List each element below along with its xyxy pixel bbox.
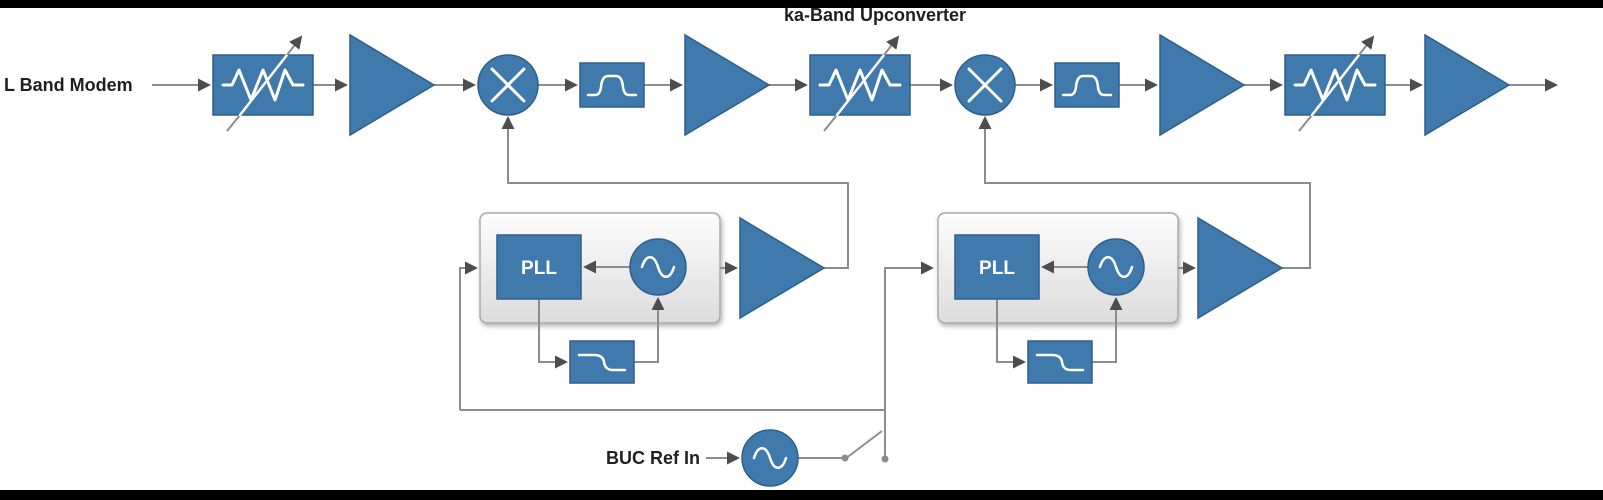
wire-ref-to-pll1 xyxy=(459,261,478,410)
mixer-2 xyxy=(953,53,1017,117)
bandpass-filter-2 xyxy=(1053,61,1121,109)
wire-loopfilter2-to-osc2 xyxy=(1092,297,1123,363)
wire-lo1-to-mixer1 xyxy=(501,116,849,269)
ref-switch-arm xyxy=(844,430,883,460)
variable-attenuator-3 xyxy=(1285,37,1385,131)
pll-block-1-label: PLL xyxy=(521,258,557,279)
buc-reference-oscillator xyxy=(740,428,800,488)
diagram-title: ka-Band Upconverter xyxy=(784,5,966,25)
amplifier-4 xyxy=(1424,34,1510,136)
variable-attenuator-1 xyxy=(213,37,313,131)
bandpass-filter-1 xyxy=(578,61,646,109)
vco-oscillator-2 xyxy=(1086,237,1146,297)
ref-switch-contact xyxy=(881,455,889,463)
loop-filter-2 xyxy=(1026,339,1094,385)
amplifier-2 xyxy=(684,34,770,136)
wire-pll1-to-loopfilter1 xyxy=(538,299,568,369)
pll-block-2-label: PLL xyxy=(979,258,1015,279)
buc-ref-in-label: BUC Ref In xyxy=(606,448,700,468)
vco-oscillator-1 xyxy=(628,237,688,297)
variable-attenuator-2 xyxy=(810,37,910,131)
wire-loopfilter1-to-osc1 xyxy=(634,297,665,363)
bottom-letterbox-bar xyxy=(0,490,1603,500)
loop-filter-1 xyxy=(568,339,636,385)
pll-block-1 xyxy=(496,234,582,300)
wire-pll2-to-loopfilter2 xyxy=(996,299,1026,369)
lo-amplifier-1 xyxy=(739,217,825,319)
wires xyxy=(152,78,1558,465)
mixer-1 xyxy=(476,53,540,117)
lo-amplifier-2 xyxy=(1197,217,1283,319)
wire-lo2-to-mixer2 xyxy=(978,116,1311,269)
pll-block-2 xyxy=(954,234,1040,300)
amplifier-3 xyxy=(1159,34,1245,136)
amplifier-1 xyxy=(349,34,435,136)
top-letterbox-bar xyxy=(0,0,1603,8)
input-source-label: L Band Modem xyxy=(4,75,133,95)
wire-ref-to-pll2 xyxy=(884,261,934,460)
ref-switch-pivot xyxy=(841,454,849,462)
